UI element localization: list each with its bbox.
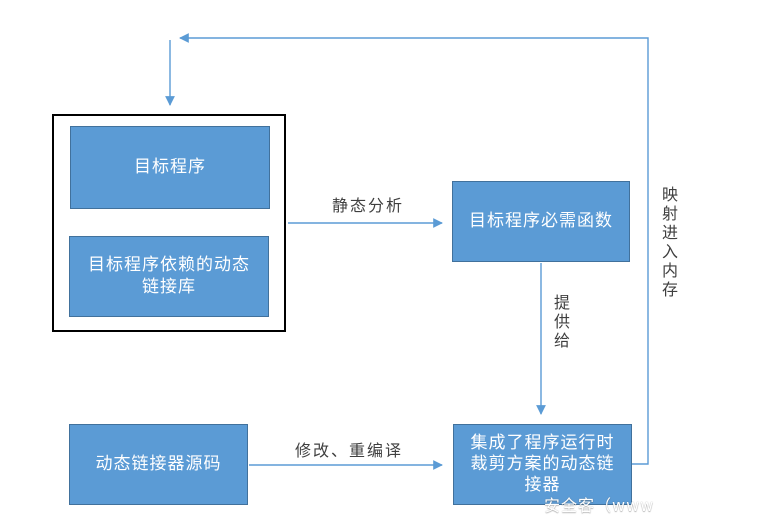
node-required-functions: 目标程序必需函数 [452,181,630,262]
edge-label-static-analysis: 静态分析 [331,196,404,215]
watermark-anquanke: 安全客（www [544,496,655,515]
edge-label-provide-to: 提供给 [553,293,570,350]
node-target-program: 目标程序 [70,126,270,209]
edge-label-modify-recompile: 修改、重编译 [294,441,403,460]
node-linker-source-code: 动态链接器源码 [69,424,248,505]
edge-label-map-into-memory: 映射进入内存 [661,185,678,299]
node-dependent-dynamic-libraries: 目标程序依赖的动态 链接库 [69,236,269,317]
